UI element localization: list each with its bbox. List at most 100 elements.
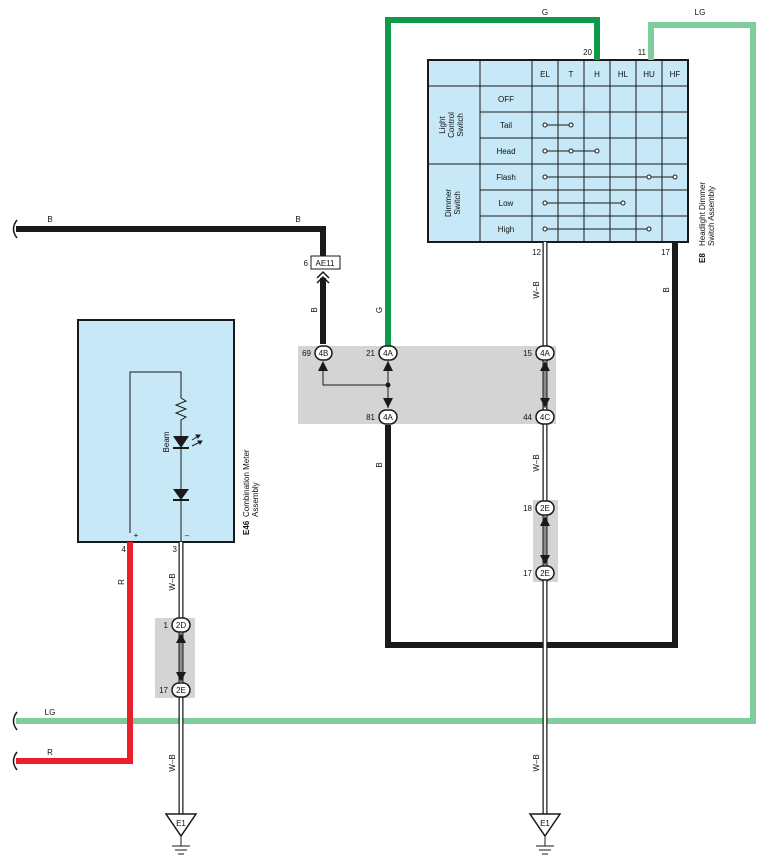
- row-high: High: [498, 225, 514, 234]
- e8-name-1: Headlight Dimmer: [698, 182, 707, 246]
- group-dimmer-1: Dimmer: [444, 189, 453, 217]
- conn-4a-21-label: 4A: [383, 349, 393, 358]
- label-b-left-1: B: [47, 215, 52, 224]
- ae11-chevron-icon: [316, 270, 330, 284]
- e46-pin-3: 3: [173, 545, 178, 554]
- wire-wb: [178, 242, 548, 822]
- conn-4c-label: 4C: [540, 413, 550, 422]
- e8-name-2: Switch Assembly: [707, 186, 716, 246]
- e8-id: E8: [698, 253, 707, 263]
- conn-4b-label: 4B: [319, 349, 329, 358]
- ground-e1-left: [164, 813, 198, 855]
- col-h: H: [594, 70, 600, 79]
- label-b-left-2: B: [295, 215, 300, 224]
- e46-name-2: Assembly: [251, 482, 260, 517]
- wire-lg: [16, 22, 756, 724]
- e46-pin-4: 4: [122, 545, 127, 554]
- label-b-ae11: B: [310, 307, 319, 312]
- row-flash: Flash: [496, 173, 516, 182]
- col-hf: HF: [670, 70, 681, 79]
- pin-81: 81: [366, 413, 375, 422]
- e8-pin-11: 11: [638, 48, 647, 57]
- ae11-label: AE11: [316, 259, 336, 268]
- row-tail: Tail: [500, 121, 512, 130]
- col-el: EL: [540, 70, 550, 79]
- e8-pin-20: 20: [583, 48, 592, 57]
- e8-switch-table: [427, 59, 689, 243]
- conn-2e-left-label: 2E: [176, 686, 186, 695]
- connector-2e-17: [535, 565, 555, 581]
- label-wb-mid: W–B: [532, 454, 541, 471]
- label-b-right: B: [662, 287, 671, 292]
- connector-4a-15: [535, 345, 555, 361]
- e46-internal-circuit: [129, 371, 188, 542]
- pin-69: 69: [302, 349, 311, 358]
- ground-left-label: E1: [176, 819, 186, 828]
- group-light-2: Control: [447, 112, 456, 138]
- wire-b-loop: [385, 242, 678, 648]
- connector-2e-17-left: [171, 682, 191, 698]
- splice-dot: [385, 382, 391, 388]
- conn-2e-top-label: 2E: [540, 504, 550, 513]
- col-t: T: [569, 70, 574, 79]
- pin-2e-18: 18: [523, 504, 532, 513]
- pin-2e-left-17: 17: [159, 686, 168, 695]
- led-icon: [173, 436, 189, 448]
- connector-4b: [314, 345, 333, 361]
- pin-21: 21: [366, 349, 375, 358]
- e8-pin-12: 12: [532, 248, 541, 257]
- conn-2e-bot-label: 2E: [540, 569, 550, 578]
- e46-combination-meter-box: [77, 319, 235, 543]
- wire-g: [385, 17, 600, 346]
- wire-b-top: [16, 226, 326, 256]
- connector-2e-18: [535, 500, 555, 516]
- group-light-1: Light: [438, 116, 447, 134]
- conn-4a-81-label: 4A: [383, 413, 393, 422]
- wire-r: [16, 542, 133, 764]
- light-emission-icon: [191, 434, 203, 447]
- label-wb-bottom-left: W–B: [168, 754, 177, 771]
- label-wb-e8: W–B: [532, 281, 541, 298]
- row-low: Low: [499, 199, 514, 208]
- connector-2d-1: [171, 617, 191, 633]
- pin-2d-1: 1: [164, 621, 169, 630]
- connector-4c: [535, 409, 555, 425]
- connector-4a-21: [378, 345, 398, 361]
- beam-label: Beam: [162, 431, 171, 452]
- row-off: OFF: [498, 95, 514, 104]
- label-r-left: R: [117, 579, 126, 585]
- group-dimmer-2: Switch: [453, 191, 462, 215]
- group-light-3: Switch: [456, 113, 465, 137]
- conn-2d-label: 2D: [176, 621, 186, 630]
- e46-id: E46: [242, 520, 251, 535]
- wire-break-marks: [12, 219, 18, 771]
- e46-minus: –: [185, 531, 190, 540]
- connector-ae11-box: [310, 255, 341, 270]
- pin-44: 44: [523, 413, 532, 422]
- label-g-vertical: G: [375, 307, 384, 313]
- connector-4a-81: [378, 409, 398, 425]
- pin-2e-17: 17: [523, 569, 532, 578]
- label-wb-meter: W–B: [168, 573, 177, 590]
- pin-15: 15: [523, 349, 532, 358]
- ae11-pin: 6: [304, 259, 309, 268]
- label-g-top: G: [542, 8, 548, 17]
- connector-arrows: [176, 361, 550, 682]
- label-lg-top: LG: [695, 8, 706, 17]
- col-hu: HU: [643, 70, 655, 79]
- diode-icon: [173, 489, 189, 500]
- e8-pin-17: 17: [661, 248, 670, 257]
- col-hl: HL: [618, 70, 629, 79]
- ground-e1-right: [528, 813, 562, 855]
- row-head: Head: [496, 147, 515, 156]
- label-wb-bottom-right: W–B: [532, 754, 541, 771]
- conn-4a-15-label: 4A: [540, 349, 550, 358]
- ground-right-label: E1: [540, 819, 550, 828]
- e46-name-1: Combination Meter: [242, 449, 251, 517]
- label-r-bottom: R: [47, 748, 53, 757]
- label-b-81: B: [375, 462, 384, 467]
- label-lg-bottom: LG: [45, 708, 56, 717]
- e46-plus: +: [134, 531, 139, 540]
